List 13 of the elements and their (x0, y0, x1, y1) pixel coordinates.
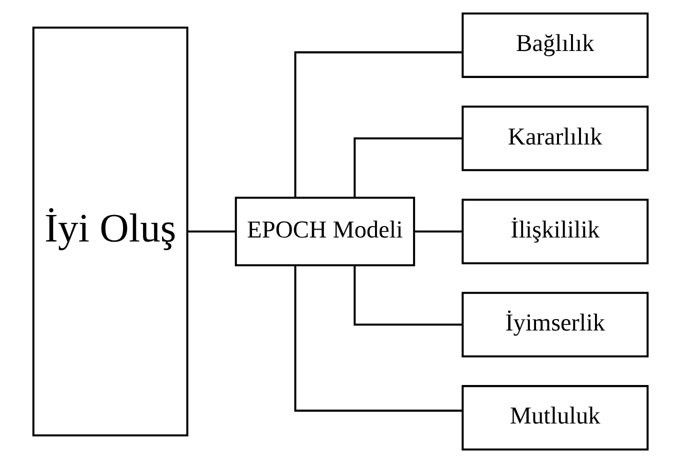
connector (294, 51, 462, 198)
connector (294, 266, 462, 412)
connector (354, 266, 463, 326)
connector (354, 137, 463, 198)
node-box: Bağlılık (462, 12, 649, 78)
node-box: Kararlılık (462, 106, 649, 172)
node-box: EPOCH Modeli (234, 196, 416, 266)
node-box: Mutluluk (462, 385, 649, 451)
connector (188, 230, 236, 233)
node-box: İlişkililik (462, 198, 649, 264)
connector (414, 230, 462, 233)
node-box: İyimserlik (462, 292, 649, 358)
node-box: İyi Oluş (32, 26, 188, 436)
